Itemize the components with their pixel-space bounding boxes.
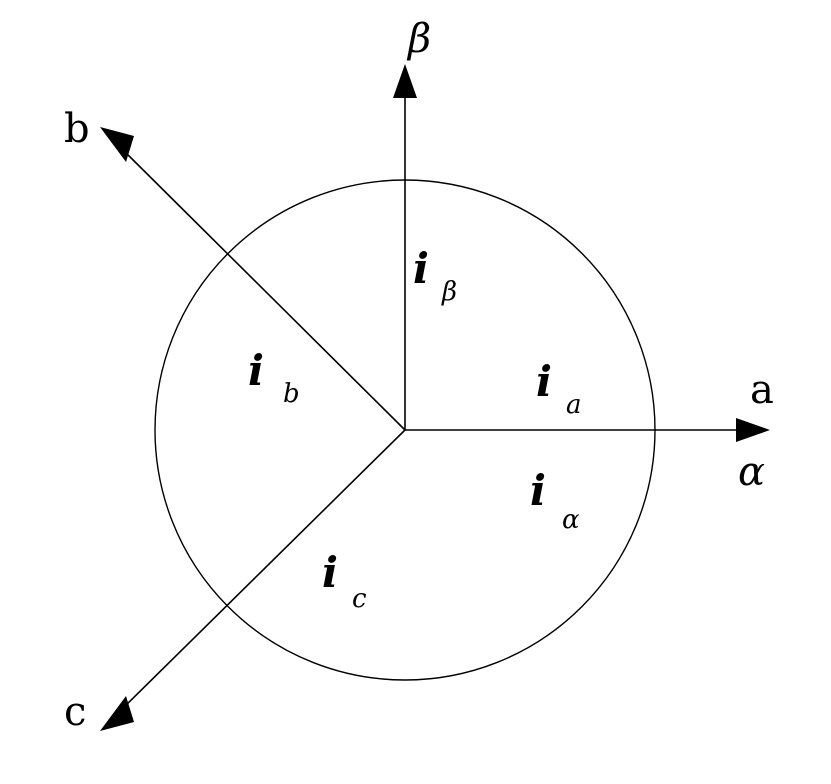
beta-axis-arrowhead [393, 64, 417, 98]
b-axis-line [117, 144, 406, 431]
svg-text:β: β [441, 277, 457, 307]
alpha-axis-label: α [738, 449, 765, 495]
svg-text:b: b [283, 379, 300, 409]
b-axis-arrowhead [100, 127, 134, 162]
b-axis-label: b [64, 106, 90, 152]
current-label-ia: i a [536, 357, 582, 420]
current-label-ialpha: i α [530, 466, 580, 535]
current-label-ic: i c [322, 548, 367, 614]
a-alpha-axis-arrowhead [736, 418, 770, 442]
svg-text:i: i [536, 357, 552, 406]
current-label-ib: i b [248, 346, 300, 409]
c-axis-label: c [64, 689, 86, 735]
svg-text:i: i [530, 466, 546, 515]
beta-axis-label: β [406, 16, 431, 62]
c-axis-line [117, 429, 406, 714]
svg-text:α: α [562, 505, 580, 535]
svg-text:c: c [352, 584, 367, 614]
a-axis-label: a [750, 367, 774, 413]
svg-text:i: i [413, 244, 429, 293]
svg-text:i: i [248, 346, 264, 395]
c-axis-arrowhead [100, 696, 134, 731]
current-label-ibeta: i β [413, 244, 457, 307]
svg-text:a: a [566, 390, 582, 420]
svg-text:i: i [322, 548, 338, 597]
